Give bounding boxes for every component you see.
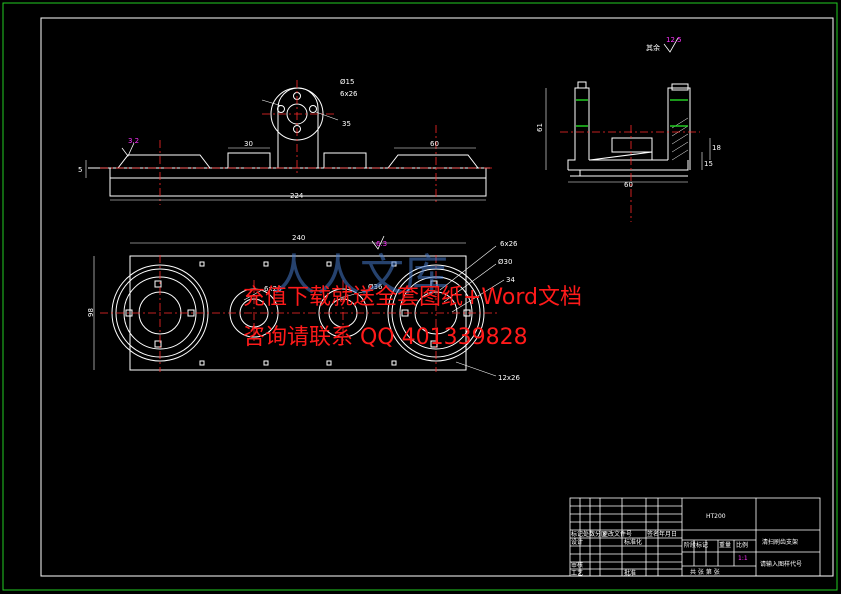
top-dim-width: 98 [87,308,95,317]
side-hatch [671,117,689,161]
watermark-line-1: 充值下载就送全套图纸+Word文档 [243,285,582,310]
front-dim-overall-width: 224 [290,192,304,200]
side-dim-a: 18 [712,144,721,152]
watermark-logo: 人人文库 [272,250,448,301]
title-stage-mark: 阶段标记 [684,541,708,549]
front-dimensions [85,99,486,201]
side-green-marks [576,99,688,127]
hub-label-3: 35 [342,120,351,128]
hub-label-1: Ø15 [340,78,354,86]
inner-frame [40,17,834,577]
side-view [567,81,691,177]
title-scale-value: 1:1 [738,555,748,562]
side-dim-width: 60 [624,181,633,189]
front-dim-slot: 30 [244,140,253,148]
svg-text:12.5: 12.5 [666,36,682,44]
title-approve: 批准 [624,569,636,577]
roughness-symbol-top: 6.3 [371,235,387,250]
title-scale: 比例 [736,541,748,549]
top-centerlines [100,255,500,372]
front-dim-flange: 60 [430,140,439,148]
title-rev-header-2: 更改文件号 [602,530,632,538]
top-label-4: 6x26 [264,285,282,293]
top-label-2: Ø30 [498,258,512,266]
top-label-5: Ø36 [368,283,383,291]
hub-label-2: 6x26 [340,90,358,98]
watermark-line-2: 咨询请联系 QQ 401339828 [243,325,528,350]
title-weight: 重量 [719,541,731,549]
title-rev-header-3: 签名 [647,530,659,538]
title-design: 设计 [571,538,583,546]
title-block [569,497,821,577]
top-label-1: 6x26 [500,240,518,248]
svg-text:3.2: 3.2 [128,137,139,145]
title-process: 工艺 [571,569,583,577]
front-dim-height: 5 [78,166,82,174]
title-rev-header-1: 标记处数分区 [571,530,607,538]
top-label-3: 34 [506,276,515,284]
top-label-6: 12x26 [498,374,521,382]
svg-text:其余: 其余 [646,43,660,52]
side-dim-height: 61 [536,123,544,132]
title-standard: 标准化 [624,538,642,546]
title-sheets: 共 张 第 张 [690,568,720,576]
watermark: 人人文库 充值下载就送全套图纸+Word文档 咨询请联系 QQ 40133982… [243,250,582,350]
side-centerlines [560,125,700,222]
side-dim-b: 15 [704,160,713,168]
roughness-symbol-front: 3.2 [121,137,139,157]
top-dim-length: 240 [292,234,305,242]
side-dimensions [545,88,711,183]
title-part-name: 清扫刷齿支架 [762,538,798,546]
roughness-note: 其余 12.5 [646,36,682,53]
title-drawing-code: 请输入图样代号 [760,560,802,568]
title-material: HT200 [706,513,726,520]
title-rev-header-4: 年月日 [659,530,677,538]
title-review: 审核 [571,561,583,569]
svg-text:6.3: 6.3 [376,240,387,248]
top-dimensions [93,242,505,377]
